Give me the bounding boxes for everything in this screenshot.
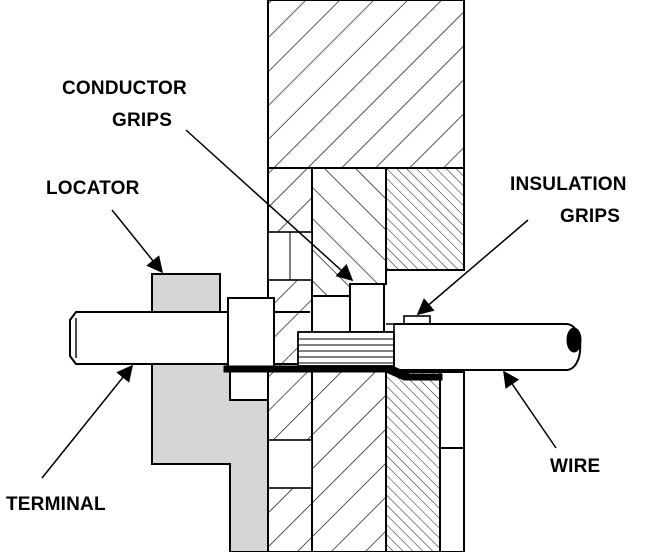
locator-leader [111,209,164,274]
label-conductor-line1: CONDUCTOR [62,78,187,99]
upper-die-block [267,0,465,169]
die-cavity-lines [267,231,313,489]
label-wire: WIRE [550,456,600,477]
label-insulation-line2: GRIPS [560,206,620,227]
label-conductor-line2: GRIPS [112,110,172,131]
insulation-grips-leader [416,219,529,316]
terminal-body [69,283,431,369]
callout-labels: CONDUCTOR GRIPS LOCATOR INSULATION GRIPS… [6,78,627,515]
wire-leader [503,370,557,449]
insulation-anvil [385,371,465,553]
terminal-barrel-base [223,365,443,381]
insulation-punch [385,167,465,271]
conductor-anvil [311,359,387,553]
label-locator: LOCATOR [46,178,140,199]
wire-cable [393,323,582,371]
leader-lines [41,129,557,479]
label-insulation-line1: INSULATION [510,174,627,195]
terminal-leader [41,364,134,479]
conductor-grips-leader [185,129,354,282]
label-terminal: TERMINAL [6,494,106,515]
conductor-strands [297,331,395,367]
